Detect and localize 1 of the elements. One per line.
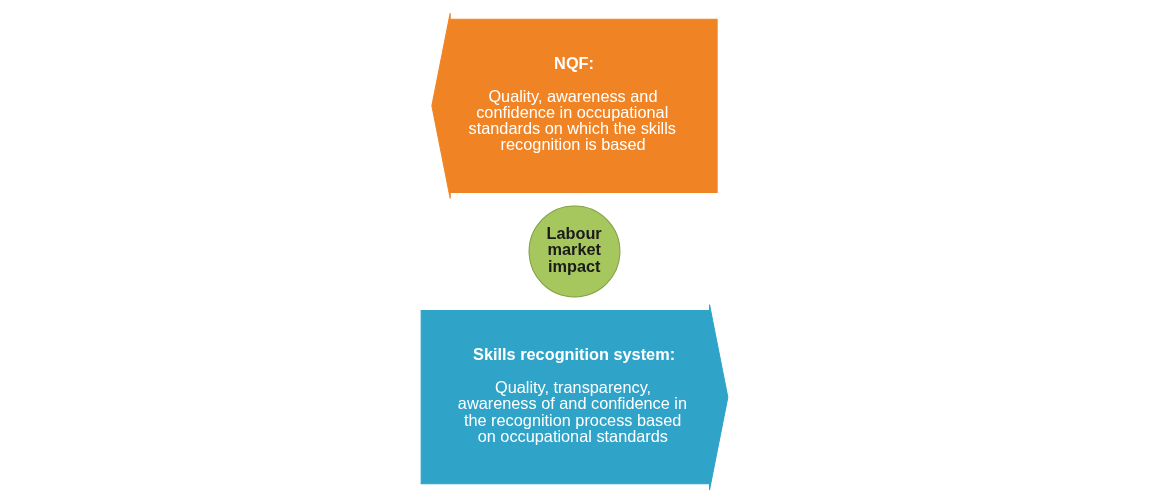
node-circle: Labour market impact	[528, 205, 621, 297]
